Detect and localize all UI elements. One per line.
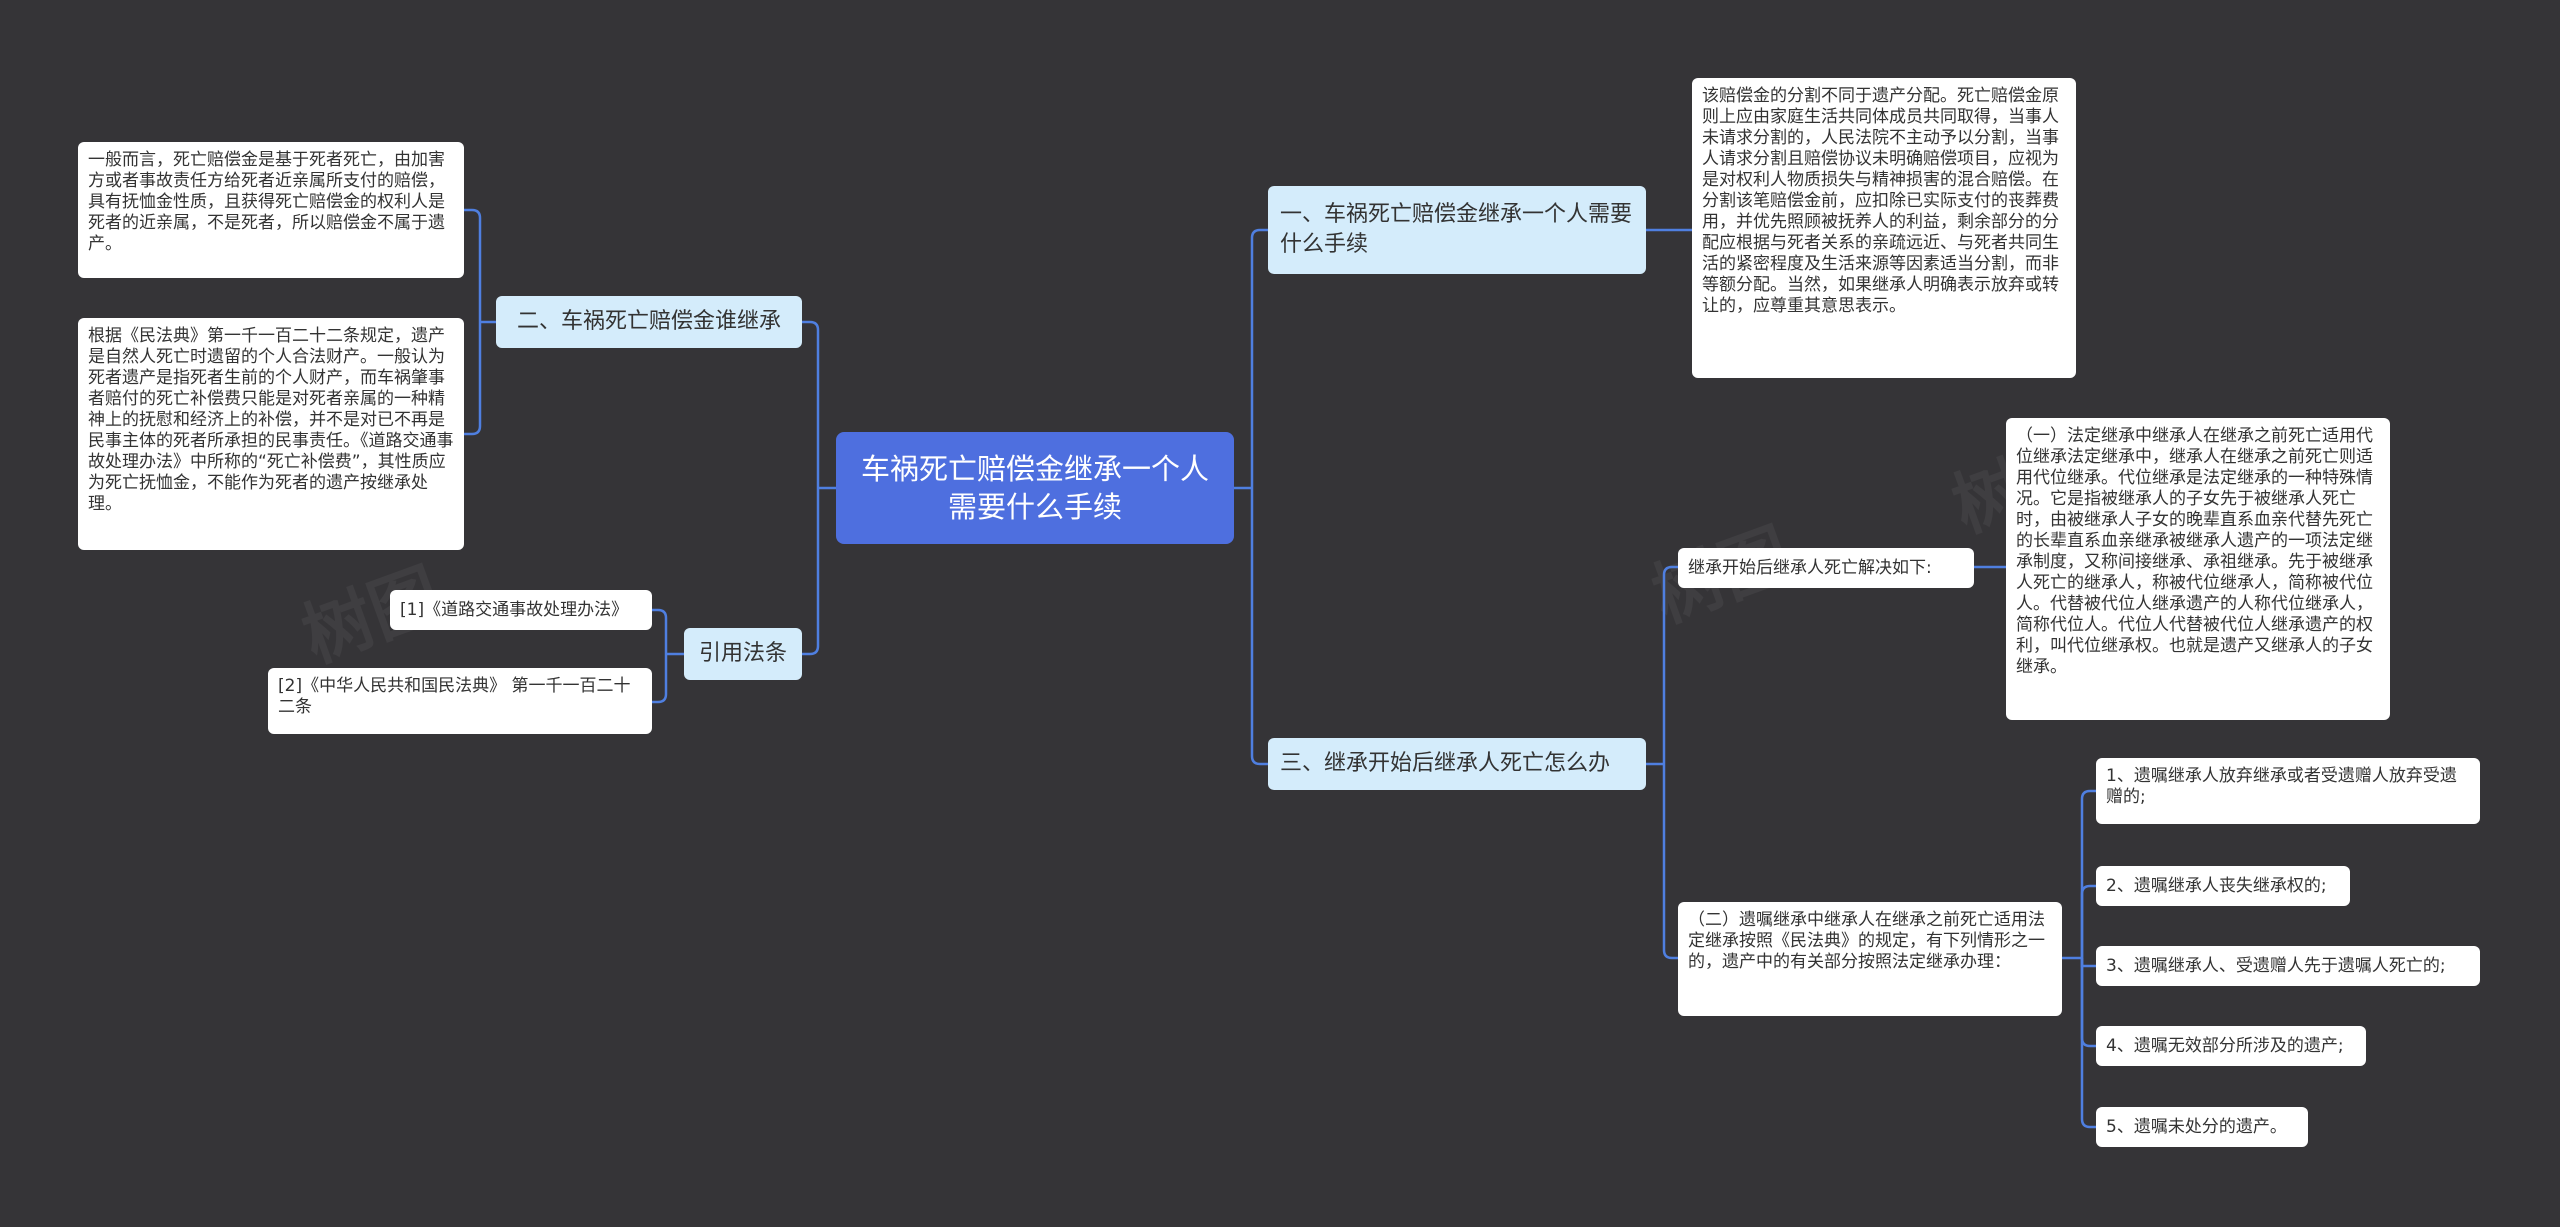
sub-testamentary-inheritance[interactable]: （二）遗嘱继承中继承人在继承之前死亡适用法定继承按照《民法典》的规定，有下列情形…	[1678, 902, 2062, 1016]
list-item[interactable]: 5、遗嘱未处分的遗产。	[2096, 1107, 2308, 1147]
note-not-estate[interactable]: 一般而言，死亡赔偿金是基于死者死亡，由加害方或者事故责任方给死者近亲属所支付的赔…	[78, 142, 464, 278]
root-topic[interactable]: 车祸死亡赔偿金继承一个人需要什么手续	[836, 432, 1234, 544]
note-civil-code-basis[interactable]: 根据《民法典》第一千一百二十二条规定，遗产是自然人死亡时遗留的个人合法财产。一般…	[78, 318, 464, 550]
list-item-text: 5、遗嘱未处分的遗产。	[2106, 1116, 2287, 1137]
note-text: （一）法定继承中继承人在继承之前死亡适用代位继承法定继承中，继承人在继承之前死亡…	[2016, 426, 2373, 677]
list-item-text: 2、遗嘱继承人丧失继承权的;	[2106, 875, 2327, 896]
list-item[interactable]: 4、遗嘱无效部分所涉及的遗产;	[2096, 1026, 2366, 1066]
branch-label: 二、车祸死亡赔偿金谁继承	[516, 309, 781, 334]
branch-label: 引用法条	[698, 641, 787, 666]
branch-cited-laws[interactable]: 引用法条	[684, 628, 802, 680]
list-item-text: 4、遗嘱无效部分所涉及的遗产;	[2106, 1035, 2344, 1056]
ref-traffic-accident-measures[interactable]: [1]《道路交通事故处理办法》	[390, 590, 652, 630]
list-item[interactable]: 3、遗嘱继承人、受遗赠人先于遗嘱人死亡的;	[2096, 946, 2480, 986]
ref-text: [2]《中华人民共和国民法典》 第一千一百二十二条	[278, 676, 631, 717]
root-topic-label: 车祸死亡赔偿金继承一个人需要什么手续	[860, 452, 1209, 524]
note-subrogation-inheritance[interactable]: （一）法定继承中继承人在继承之前死亡适用代位继承法定继承中，继承人在继承之前死亡…	[2006, 418, 2390, 720]
branch-label: 一、车祸死亡赔偿金继承一个人需要什么手续	[1280, 202, 1633, 257]
sub-label: 继承开始后继承人死亡解决如下:	[1688, 557, 1932, 578]
note-text: 根据《民法典》第一千一百二十二条规定，遗产是自然人死亡时遗留的个人合法财产。一般…	[88, 326, 454, 514]
branch-who-inherits[interactable]: 二、车祸死亡赔偿金谁继承	[496, 296, 802, 348]
note-text: 一般而言，死亡赔偿金是基于死者死亡，由加害方或者事故责任方给死者近亲属所支付的赔…	[88, 150, 445, 254]
ref-text: [1]《道路交通事故处理办法》	[400, 599, 629, 620]
note-text: 该赔偿金的分割不同于遗产分配。死亡赔偿金原则上应由家庭生活共同体成员共同取得，当…	[1702, 86, 2059, 316]
branch-heir-death[interactable]: 三、继承开始后继承人死亡怎么办	[1268, 738, 1646, 790]
note-compensation-division[interactable]: 该赔偿金的分割不同于遗产分配。死亡赔偿金原则上应由家庭生活共同体成员共同取得，当…	[1692, 78, 2076, 378]
list-item-text: 1、遗嘱继承人放弃继承或者受遗赠人放弃受遗赠的;	[2106, 766, 2457, 807]
list-item-text: 3、遗嘱继承人、受遗赠人先于遗嘱人死亡的;	[2106, 955, 2446, 976]
branch-label: 三、继承开始后继承人死亡怎么办	[1280, 751, 1611, 776]
sub-label: （二）遗嘱继承中继承人在继承之前死亡适用法定继承按照《民法典》的规定，有下列情形…	[1688, 910, 2045, 972]
sub-heir-death-solution[interactable]: 继承开始后继承人死亡解决如下:	[1678, 548, 1974, 588]
list-item[interactable]: 1、遗嘱继承人放弃继承或者受遗赠人放弃受遗赠的;	[2096, 758, 2480, 824]
ref-civil-code[interactable]: [2]《中华人民共和国民法典》 第一千一百二十二条	[268, 668, 652, 734]
branch-funeral-procedure[interactable]: 一、车祸死亡赔偿金继承一个人需要什么手续	[1268, 186, 1646, 274]
list-item[interactable]: 2、遗嘱继承人丧失继承权的;	[2096, 866, 2350, 906]
